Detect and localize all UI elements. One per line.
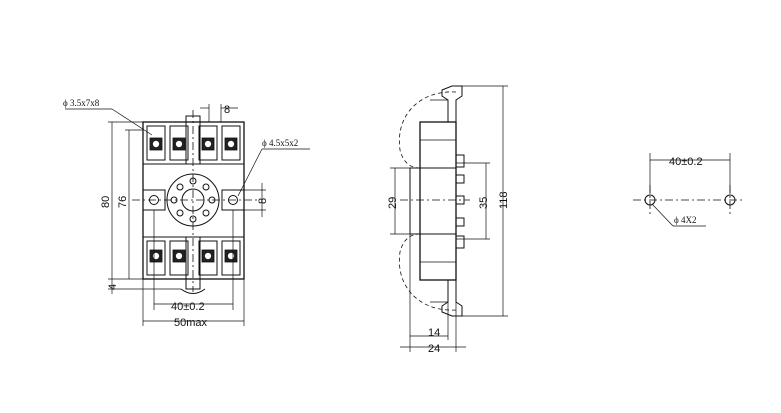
mount-hole-b: [724, 194, 736, 206]
dim-side-8: 8: [257, 198, 269, 204]
mount-hole-a: [644, 194, 656, 206]
dim-top-8: 8: [224, 104, 230, 116]
callout-hole-4-5: ϕ 4.5x5x2: [262, 138, 298, 148]
top-terminals: [146, 115, 241, 165]
front-view: [65, 104, 310, 326]
dim-hole-spacing: 40±0.2: [171, 301, 205, 313]
terminal: [198, 125, 218, 161]
dim-height-80: 80: [100, 196, 112, 208]
side-view: [390, 85, 508, 352]
dim-118: 118: [498, 191, 510, 209]
dim-14: 14: [428, 327, 440, 339]
callout-mount-holes: ϕ 4X2: [674, 215, 697, 225]
dim-35: 35: [478, 197, 490, 209]
dim-29: 29: [387, 197, 399, 209]
dim-max-width: 50max: [174, 317, 208, 329]
dim-24: 24: [428, 343, 440, 355]
dim-offset-4: 4: [107, 284, 119, 290]
dim-height-76: 76: [117, 196, 129, 208]
dim-mount-spacing: 40±0.2: [669, 156, 703, 168]
bottom-terminals: [146, 236, 241, 294]
terminal: [169, 125, 189, 161]
terminal: [221, 125, 241, 161]
mount-hole-view: [633, 153, 744, 227]
terminal: [146, 125, 166, 161]
callout-hole-3-5: ϕ 3.5x7x8: [63, 98, 100, 108]
